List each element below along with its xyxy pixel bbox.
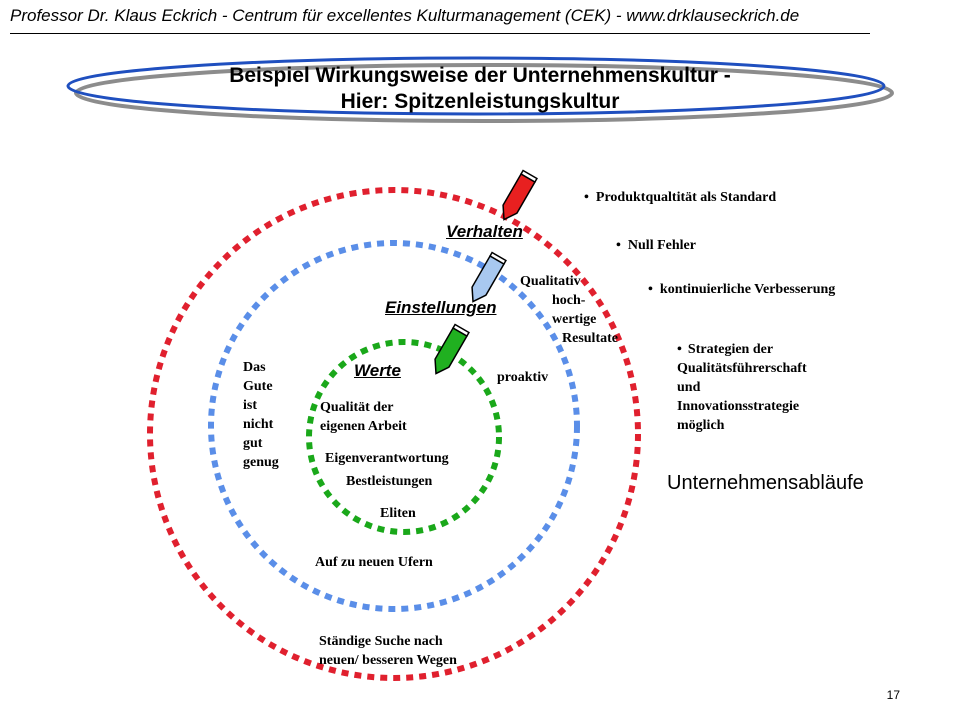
proaktiv-text: proaktiv (497, 370, 549, 385)
red-arrow (502, 169, 538, 221)
inner-circle (306, 339, 502, 535)
title-ellipse-gray (74, 63, 894, 123)
qualitaet-line: Qualität der (320, 400, 394, 415)
title-line-2: Hier: Spitzenleistungskultur (340, 90, 620, 113)
left-text-block: Das Gute ist nicht gut genug (243, 358, 279, 472)
bullet-dot-icon: • (616, 238, 621, 253)
bullet-text: Null Fehler (627, 238, 696, 253)
qualitativ-line: Qualitativ (520, 274, 581, 289)
bullet-text: kontinuierliche Verbesserung (659, 282, 836, 297)
qualitaet-text: Qualität der eigenen Arbeit (320, 398, 407, 436)
left-text-line: nicht (243, 417, 274, 432)
header-text: Professor Dr. Klaus Eckrich - Centrum fü… (10, 6, 800, 25)
title-line-1: Beispiel Wirkungsweise der Unternehmensk… (229, 64, 731, 87)
bullet-item: • kontinuierliche Verbesserung (648, 282, 835, 298)
strategie-line: Innovationsstrategie (677, 399, 800, 414)
bullet-item: • Produktqualtität als Standard (584, 190, 776, 206)
bullet-dot-icon: • (584, 190, 589, 205)
title-ellipse-blue (66, 56, 886, 116)
strategie-line: und (677, 380, 701, 395)
left-text-line: ist (243, 398, 257, 413)
suche-line: neuen/ besseren Wegen (319, 653, 457, 668)
strategie-line: möglich (677, 418, 725, 433)
bestleistungen-text: Bestleistungen (346, 474, 433, 489)
outer-circle (147, 187, 641, 681)
blue-arrow (471, 251, 507, 303)
bullet-text: Produktqualtität als Standard (595, 190, 777, 205)
einstellungen-label: Einstellungen (385, 298, 497, 317)
bullet-item: • Null Fehler (616, 238, 696, 254)
bullet-dot-icon: • (677, 342, 682, 357)
qualitativ-text: Qualitativ hoch- wertige Resultate (520, 272, 640, 348)
qualitativ-line: Resultate (562, 331, 618, 346)
qualitaet-line: eigenen Arbeit (320, 419, 407, 434)
auf-zu-neuen-ufern-text: Auf zu neuen Ufern (315, 555, 433, 570)
suche-line: Ständige Suche nach (319, 634, 443, 649)
green-arrow (434, 323, 470, 375)
strategie-line: Qualitätsführerschaft (677, 361, 807, 376)
suche-text: Ständige Suche nach neuen/ besseren Wege… (319, 632, 457, 670)
eigenverantwortung-text: Eigenverantwortung (325, 451, 449, 466)
strategie-bullet: • Strategien der Qualitätsführerschaft un… (677, 340, 807, 435)
bullet-dot-icon: • (648, 282, 653, 297)
eliten-text: Eliten (380, 506, 416, 521)
left-text-line: Gute (243, 379, 273, 394)
qualitativ-line: hoch- (552, 293, 586, 308)
unternehmensablaeufe-label: Unternehmensabläufe (667, 472, 864, 494)
middle-circle (208, 240, 580, 612)
verhalten-label: Verhalten (446, 222, 523, 241)
page-title: Beispiel Wirkungsweise der Unternehmensk… (140, 63, 820, 115)
header-rule (10, 33, 870, 34)
left-text-line: gut (243, 436, 263, 451)
page-number: 17 (886, 688, 900, 702)
left-text-line: genug (243, 455, 279, 470)
strategie-line: Strategien der (687, 342, 774, 357)
werte-label: Werte (354, 361, 401, 380)
qualitativ-line: wertige (552, 312, 597, 327)
left-text-line: Das (243, 360, 266, 375)
